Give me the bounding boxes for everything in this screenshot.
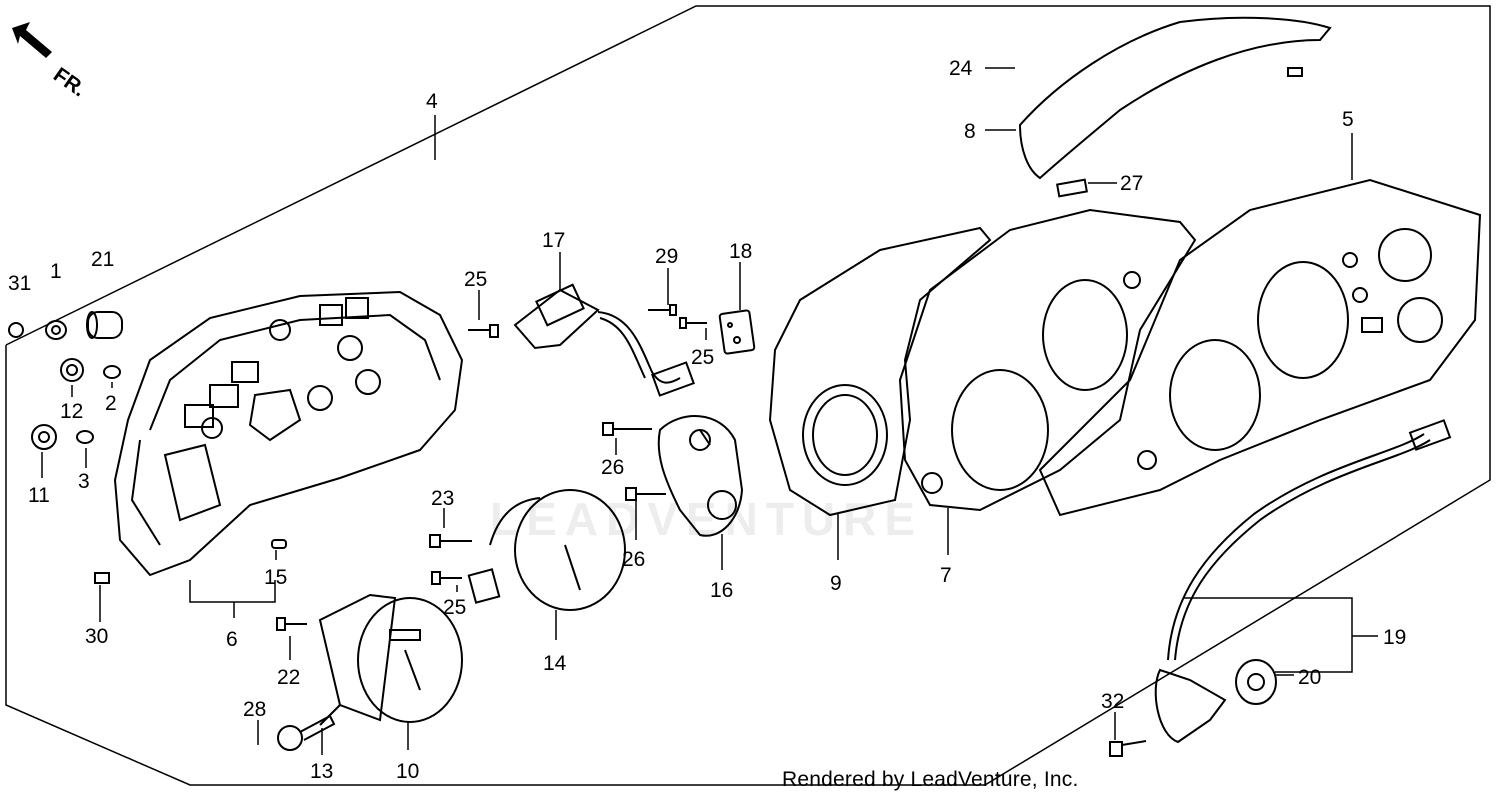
callouts: 1 2 3 4 5 6 7 8 9 10 11 12 13 14 15 16 1…	[8, 57, 1406, 783]
callout-8: 8	[964, 120, 976, 143]
outer-cover-5	[1038, 178, 1482, 517]
callout-22: 22	[277, 666, 300, 689]
tachometer	[467, 489, 626, 611]
front-direction-arrow: FR.	[12, 22, 90, 101]
callout-21: 21	[91, 248, 114, 271]
callout-3: 3	[78, 470, 90, 493]
wire-harness	[513, 283, 695, 397]
visor-8	[1018, 16, 1332, 198]
trip-knob	[277, 714, 336, 751]
callout-12: 12	[60, 400, 83, 423]
meter-case-7	[898, 208, 1197, 512]
callout-28: 28	[243, 698, 266, 721]
callout-16: 16	[710, 579, 733, 602]
callout-19: 19	[1383, 626, 1406, 649]
speedometer	[318, 593, 463, 726]
callout-23: 23	[431, 487, 454, 510]
callout-20: 20	[1298, 666, 1321, 689]
callout-14: 14	[543, 652, 567, 675]
speed-cable	[1154, 419, 1452, 744]
callout-25b: 25	[691, 346, 714, 369]
callout-15: 15	[264, 566, 287, 589]
callout-26b: 26	[622, 548, 645, 571]
terminal-board	[718, 309, 756, 355]
callout-7: 7	[940, 564, 952, 587]
footer-credit: Rendered by LeadVenture, Inc.	[782, 768, 1079, 791]
callout-25c: 25	[443, 596, 466, 619]
callout-29: 29	[655, 245, 678, 268]
callout-9: 9	[830, 572, 842, 595]
callout-30: 30	[85, 625, 108, 648]
callout-18: 18	[729, 240, 752, 263]
callout-31: 31	[8, 272, 31, 295]
lower-case-housing	[113, 290, 464, 577]
callout-32: 32	[1101, 690, 1124, 713]
callout-26a: 26	[601, 456, 624, 479]
assembly-boundary	[5, 5, 1491, 786]
gauge-16	[657, 415, 744, 537]
small-parts-left	[8, 311, 287, 584]
callout-1: 1	[50, 260, 62, 283]
callout-11: 11	[28, 484, 50, 507]
inner-panel-9	[768, 226, 992, 517]
callout-24: 24	[949, 57, 973, 80]
callout-6: 6	[226, 628, 238, 651]
callout-5: 5	[1342, 108, 1354, 131]
callout-4: 4	[426, 90, 438, 113]
screws	[276, 67, 1303, 757]
direction-label: FR.	[49, 63, 90, 101]
callout-13: 13	[310, 760, 333, 783]
callout-25a: 25	[464, 268, 487, 291]
leader-lines	[41, 67, 1378, 755]
callout-10: 10	[396, 760, 419, 783]
callout-17: 17	[542, 229, 565, 252]
callout-27: 27	[1120, 172, 1143, 195]
callout-2: 2	[105, 392, 117, 415]
